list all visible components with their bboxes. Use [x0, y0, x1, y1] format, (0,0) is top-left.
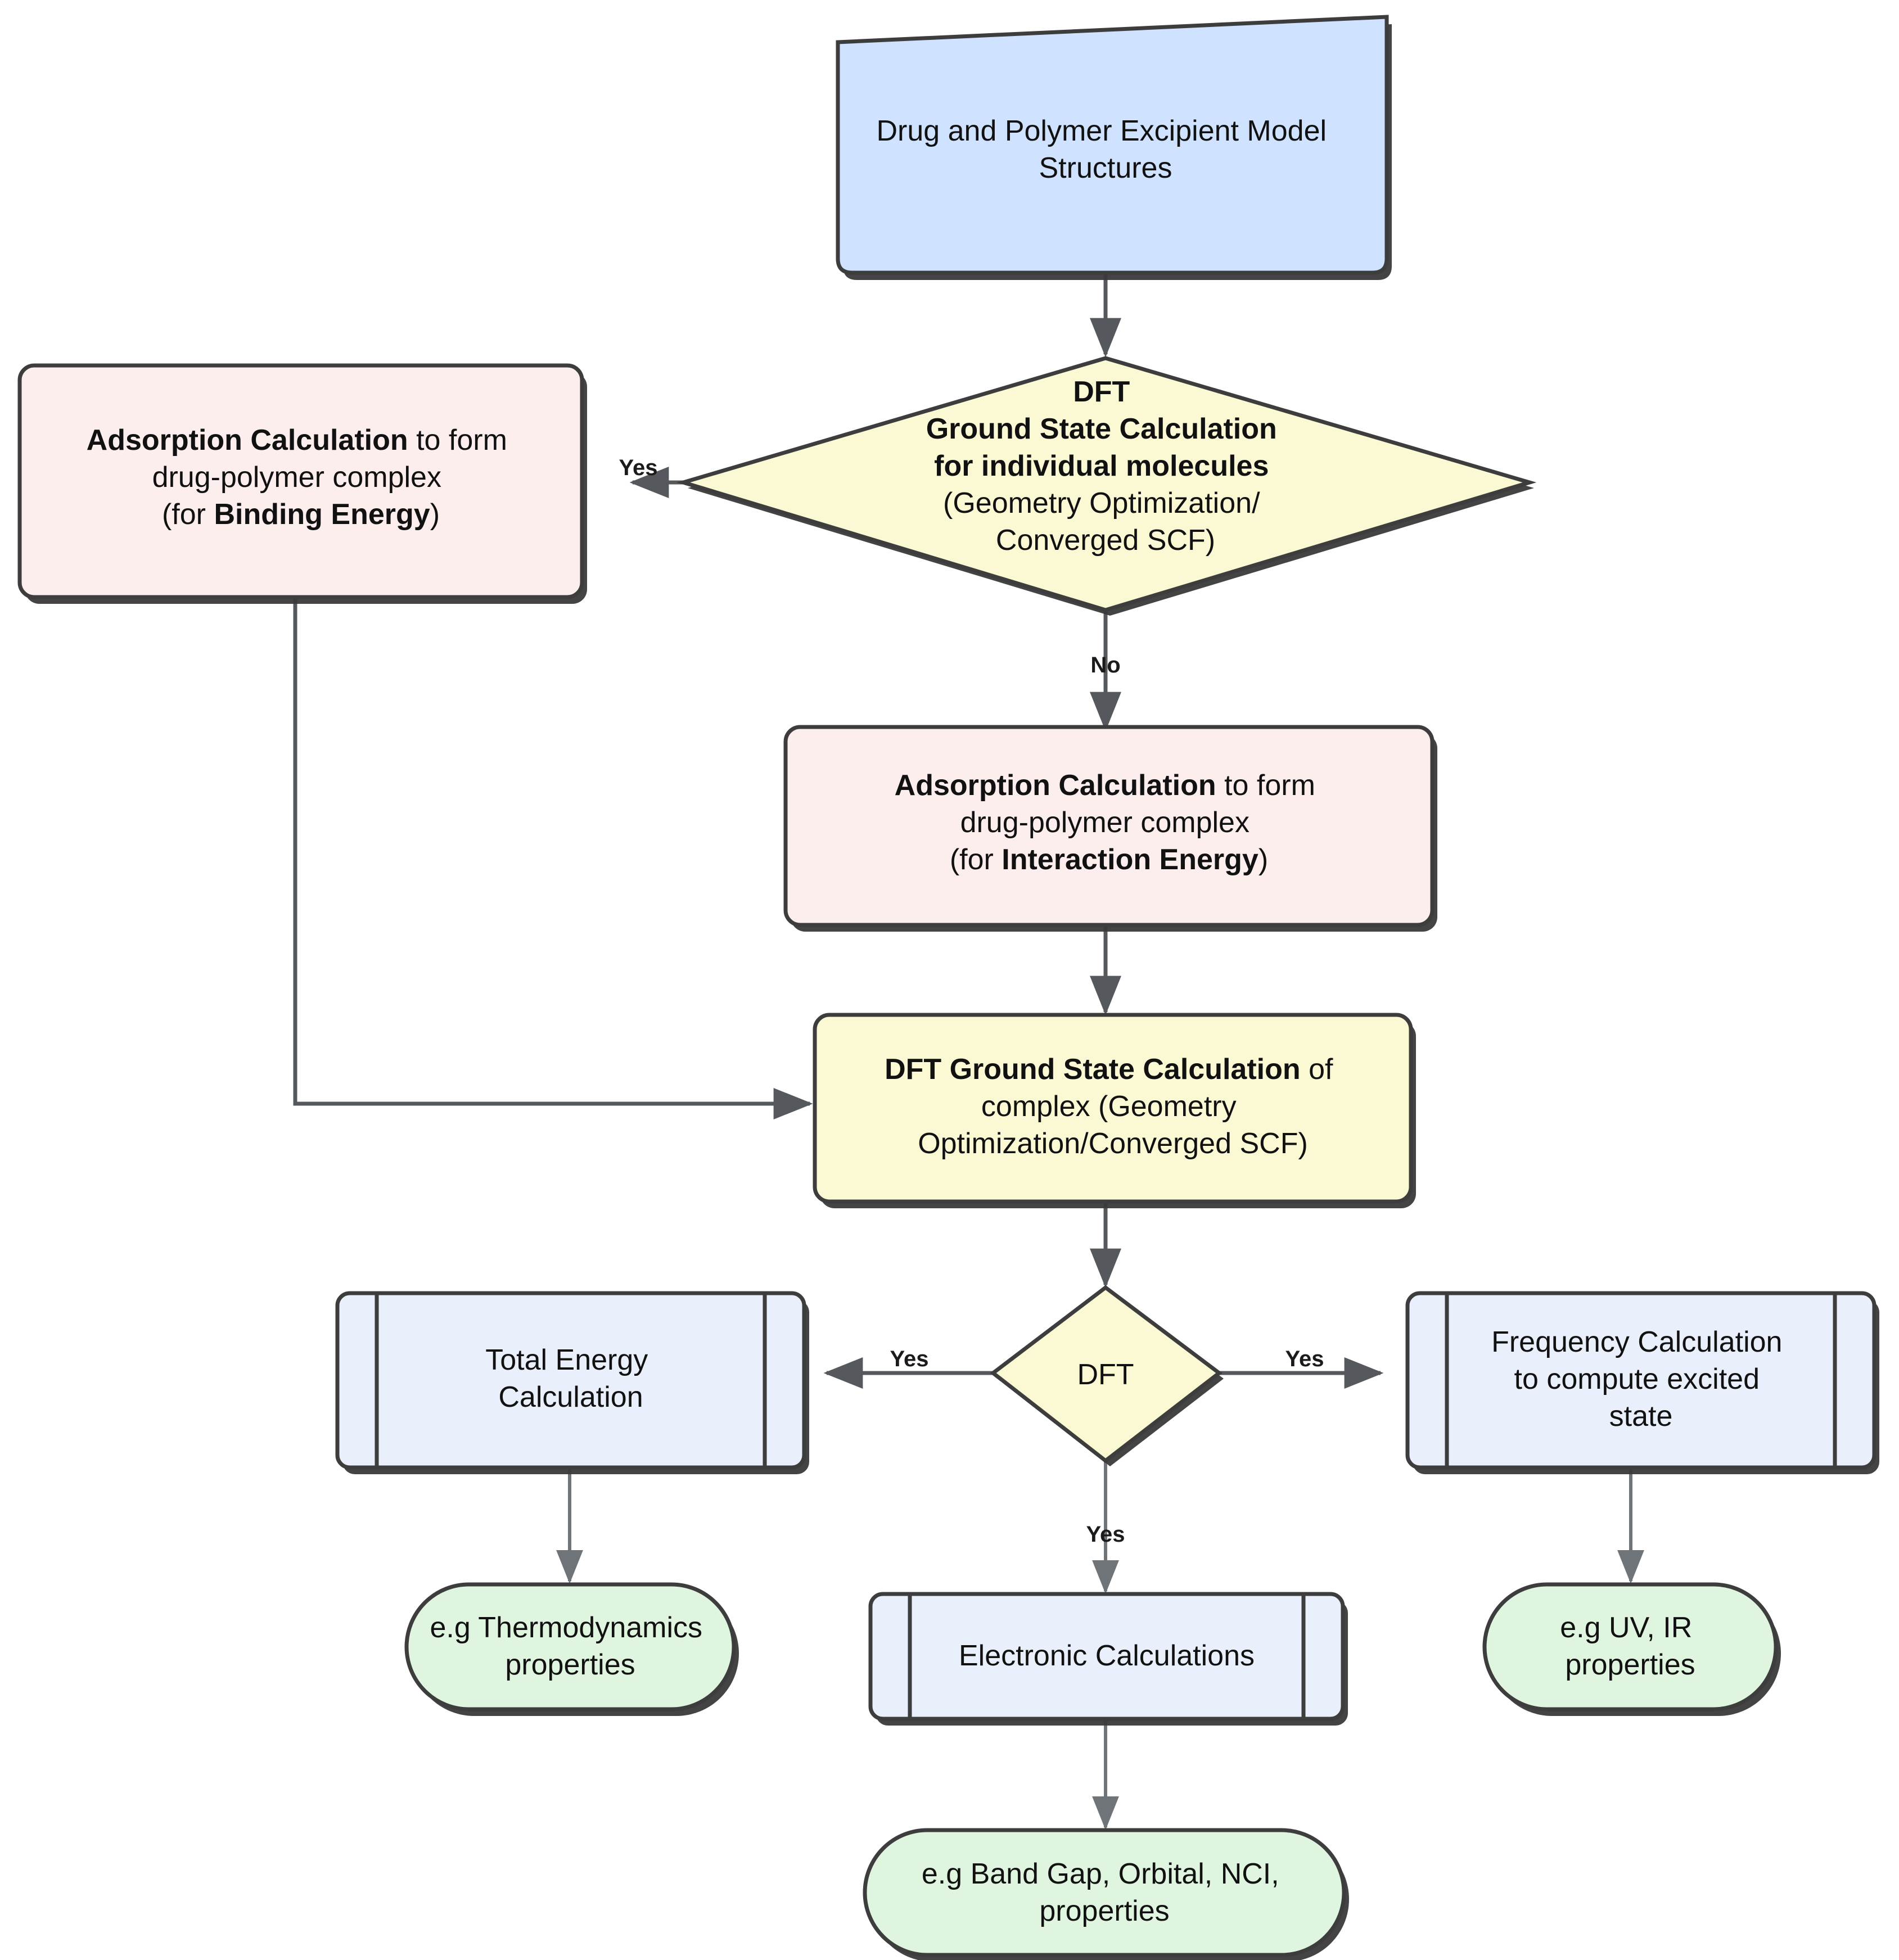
- edge-label-yes-right-bottom: Yes: [1285, 1347, 1324, 1371]
- adsorption-binding-line-3: (for Binding Energy): [162, 498, 440, 531]
- node-electronic-calc[interactable]: Electronic Calculations: [868, 1592, 1348, 1726]
- frequency-calc-shape: [1405, 1291, 1877, 1470]
- input-label: Drug and Polymer Excipient Model Structu…: [876, 115, 1334, 184]
- node-adsorption-binding[interactable]: Adsorption Calculation to form drug-poly…: [17, 363, 587, 604]
- decision-dft-line-1: DFT: [1077, 1358, 1134, 1391]
- band-gap-props-label: e.g Band Gap, Orbital, NCI, properties: [922, 1858, 1287, 1927]
- edge-label-yes-left-bottom: Yes: [890, 1347, 929, 1371]
- adsorption-interaction-label: Adsorption Calculation to form drug-poly…: [895, 769, 1324, 876]
- node-uv-ir-props[interactable]: e.g UV, IR properties: [1482, 1582, 1781, 1716]
- uv-ir-props-line-2: properties: [1565, 1649, 1695, 1681]
- frequency-calc-line-3: state: [1609, 1400, 1673, 1433]
- input-line-2: Structures: [1039, 152, 1172, 184]
- node-input[interactable]: Drug and Polymer Excipient Model Structu…: [836, 15, 1392, 280]
- adsorption-binding-shape: [17, 363, 584, 599]
- thermo-props-shape: [404, 1582, 736, 1711]
- edge-label-yes-down-bottom: Yes: [1086, 1522, 1125, 1547]
- total-energy-label: Total Energy Calculation: [485, 1344, 656, 1413]
- band-gap-props-line-2: properties: [1039, 1895, 1169, 1927]
- thermo-props-label: e.g Thermodynamics properties: [430, 1611, 710, 1681]
- adsorption-binding-line-1: Adsorption Calculation to form: [87, 424, 507, 457]
- frequency-calc-label: Frequency Calculation to compute excited…: [1491, 1326, 1790, 1433]
- band-gap-props-shape: [863, 1828, 1346, 1957]
- decision-individual-line-5: Converged SCF): [996, 524, 1215, 557]
- decision-dft-label: DFT: [1077, 1358, 1134, 1391]
- dft-complex-line-2: complex (Geometry: [981, 1090, 1237, 1123]
- edge-label-no-down: No: [1090, 653, 1120, 678]
- thermo-props-line-1: e.g Thermodynamics: [430, 1611, 702, 1644]
- frequency-calc-line-1: Frequency Calculation: [1491, 1326, 1782, 1358]
- frequency-calc-line-2: to compute excited: [1514, 1363, 1760, 1396]
- node-decision-dft[interactable]: DFT: [990, 1285, 1224, 1466]
- adsorption-binding-line-2: drug-polymer complex: [152, 461, 441, 494]
- node-adsorption-interaction[interactable]: Adsorption Calculation to form drug-poly…: [783, 725, 1437, 932]
- decision-dft-shape: [990, 1285, 1223, 1464]
- node-total-energy[interactable]: Total Energy Calculation: [335, 1291, 809, 1474]
- node-frequency-calc[interactable]: Frequency Calculation to compute excited…: [1405, 1291, 1879, 1474]
- decision-individual-line-2: Ground State Calculation: [926, 413, 1277, 445]
- adsorption-interaction-shape: [783, 725, 1435, 927]
- edge-adsorption-binding-to-dft-complex: [293, 596, 813, 1119]
- adsorption-binding-label: Adsorption Calculation to form drug-poly…: [87, 424, 516, 531]
- uv-ir-props-label: e.g UV, IR properties: [1560, 1611, 1700, 1681]
- uv-ir-props-line-1: e.g UV, IR: [1560, 1611, 1692, 1644]
- dft-complex-line-1: DFT Ground State Calculation of: [885, 1053, 1333, 1086]
- dft-complex-label: DFT Ground State Calculation of complex …: [885, 1053, 1341, 1160]
- decision-individual-shape: [676, 356, 1537, 612]
- total-energy-line-1: Total Energy: [485, 1344, 648, 1376]
- adsorption-interaction-line-2: drug-polymer complex: [960, 806, 1250, 839]
- edge-label-yes-left-top: Yes: [619, 455, 658, 480]
- decision-individual-line-3: for individual molecules: [934, 450, 1269, 482]
- total-energy-line-2: Calculation: [498, 1381, 643, 1413]
- electronic-calc-label: Electronic Calculations: [959, 1640, 1255, 1672]
- decision-individual-line-4: (Geometry Optimization/: [943, 487, 1260, 520]
- decision-individual-label: DFT Ground State Calculation for individ…: [926, 376, 1285, 557]
- adsorption-interaction-line-1: Adsorption Calculation to form: [895, 769, 1315, 802]
- total-energy-shape: [335, 1291, 806, 1470]
- dft-complex-shape: [813, 1013, 1413, 1204]
- electronic-calc-shape: [868, 1592, 1345, 1721]
- dft-complex-line-3: Optimization/Converged SCF): [918, 1127, 1308, 1160]
- node-thermo-props[interactable]: e.g Thermodynamics properties: [404, 1582, 739, 1716]
- decision-individual-line-1: DFT: [1073, 376, 1130, 408]
- input-shape: [836, 15, 1389, 275]
- node-decision-individual[interactable]: DFT Ground State Calculation for individ…: [676, 356, 1537, 616]
- thermo-props-line-2: properties: [505, 1649, 635, 1681]
- node-band-gap-props[interactable]: e.g Band Gap, Orbital, NCI, properties: [863, 1828, 1349, 1960]
- input-line-1: Drug and Polymer Excipient Model: [876, 115, 1327, 147]
- uv-ir-props-shape: [1482, 1582, 1778, 1711]
- band-gap-props-line-1: e.g Band Gap, Orbital, NCI,: [922, 1858, 1279, 1890]
- adsorption-interaction-line-3: (for Interaction Energy): [950, 843, 1268, 876]
- node-dft-complex[interactable]: DFT Ground State Calculation of complex …: [813, 1013, 1416, 1208]
- electronic-calc-line-1: Electronic Calculations: [959, 1640, 1255, 1672]
